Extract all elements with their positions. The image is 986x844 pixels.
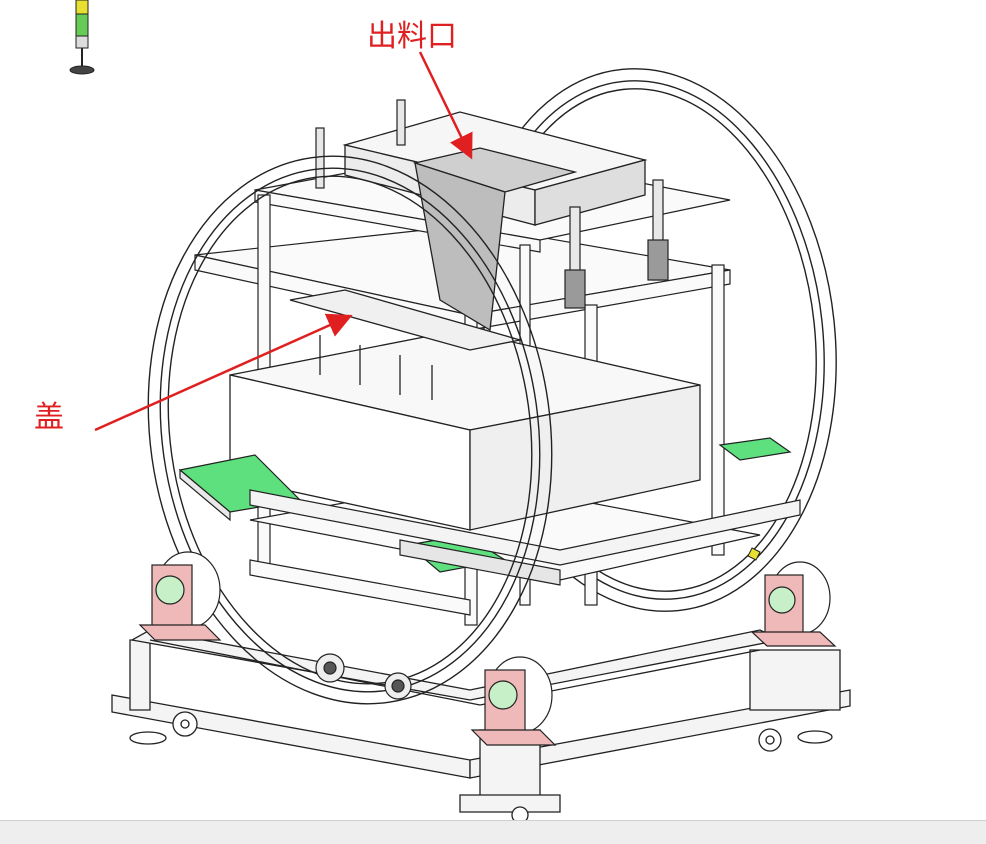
annotation-arrows (94, 51, 473, 432)
conveyor-belts (178, 437, 801, 586)
drive-motors (315, 653, 412, 700)
bearing-stands (138, 551, 837, 746)
hopper-box (342, 111, 648, 332)
base-frame (111, 629, 851, 813)
bearing-center (470, 656, 557, 746)
status-strip (0, 820, 986, 844)
outlet-arrow (418, 51, 473, 160)
bearing-right (750, 561, 837, 647)
cylinders (315, 99, 669, 309)
signal-tower (69, 0, 95, 75)
lid-label: 盖 (34, 400, 64, 435)
outlet-label: 出料口 (367, 19, 457, 54)
lid-arrow (94, 313, 353, 432)
caster-wheels (129, 711, 833, 824)
lid-box (229, 289, 701, 531)
sensor-marker (747, 547, 761, 561)
bearing-left (138, 551, 222, 641)
